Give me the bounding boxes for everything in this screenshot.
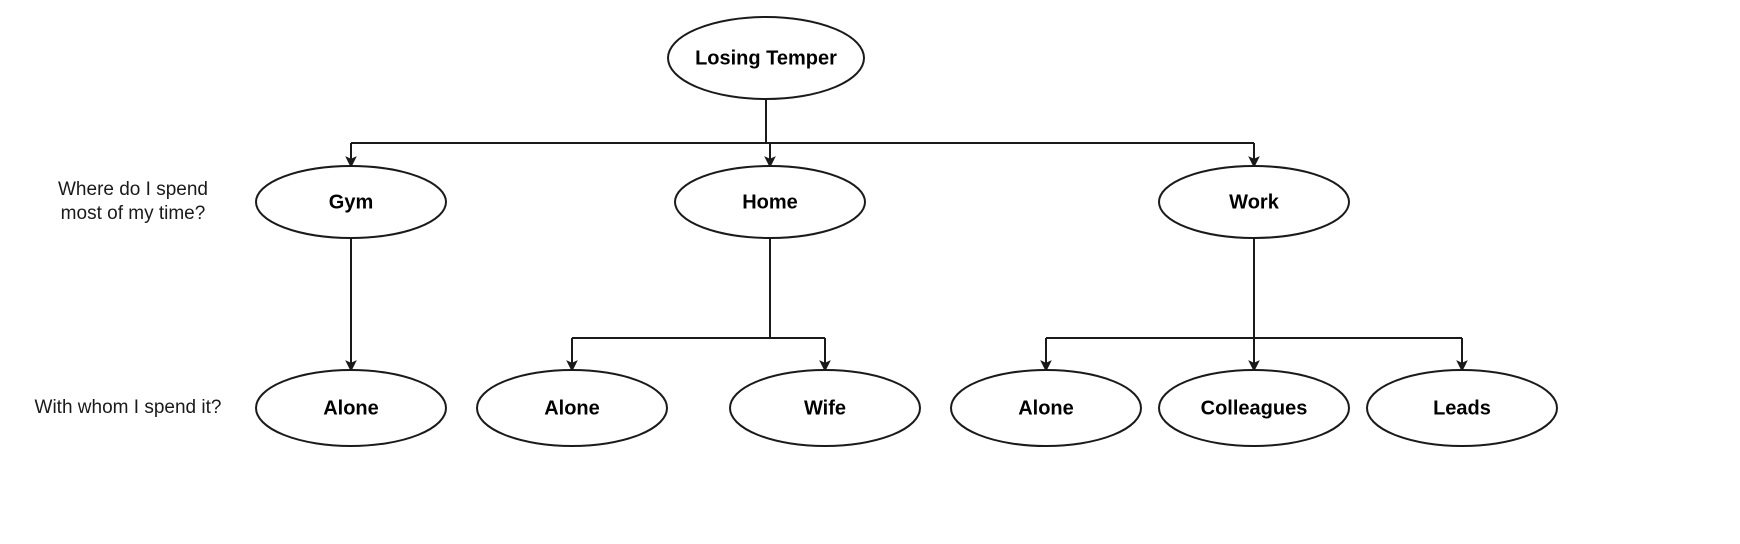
node-shape-gym-alone [255, 369, 447, 447]
node-gym-alone[interactable]: Alone [255, 369, 447, 447]
node-label-colleagues: Colleagues [1201, 397, 1308, 419]
node-label-home-wife: Wife [804, 397, 846, 419]
node-label-home: Home [742, 191, 798, 213]
node-label-gym: Gym [329, 191, 373, 213]
node-colleagues[interactable]: Colleagues [1158, 369, 1350, 447]
row-labels-layer: Where do I spend most of my time? With who… [35, 179, 222, 418]
row-label-level2: With whom I spend it? [35, 397, 222, 418]
node-label-work-alone: Alone [1018, 397, 1074, 419]
edges-layer [345, 99, 1468, 372]
node-losing-temper[interactable]: Losing Temper [667, 16, 865, 100]
node-label-home-alone: Alone [544, 397, 600, 419]
node-home-wife[interactable]: Wife [729, 369, 921, 447]
node-label-losing-temper: Losing Temper [695, 47, 837, 69]
node-shape-leads [1366, 369, 1558, 447]
node-label-work: Work [1229, 191, 1280, 213]
node-work-alone[interactable]: Alone [950, 369, 1142, 447]
node-gym[interactable]: Gym [255, 165, 447, 239]
node-shape-home [674, 165, 866, 239]
row-label-level2-line-0: With whom I spend it? [35, 397, 222, 418]
node-leads[interactable]: Leads [1366, 369, 1558, 447]
node-label-leads: Leads [1433, 397, 1491, 419]
node-shape-colleagues [1158, 369, 1350, 447]
node-shape-home-wife [729, 369, 921, 447]
node-shape-losing-temper [667, 16, 865, 100]
node-work[interactable]: Work [1158, 165, 1350, 239]
node-shape-home-alone [476, 369, 668, 447]
node-shape-work [1158, 165, 1350, 239]
node-home[interactable]: Home [674, 165, 866, 239]
node-label-gym-alone: Alone [323, 397, 379, 419]
row-label-level1: Where do I spend most of my time? [58, 179, 208, 224]
row-label-level1-line-1: most of my time? [61, 203, 206, 224]
node-shape-gym [255, 165, 447, 239]
row-label-level1-line-0: Where do I spend [58, 179, 208, 200]
node-shape-work-alone [950, 369, 1142, 447]
node-home-alone[interactable]: Alone [476, 369, 668, 447]
